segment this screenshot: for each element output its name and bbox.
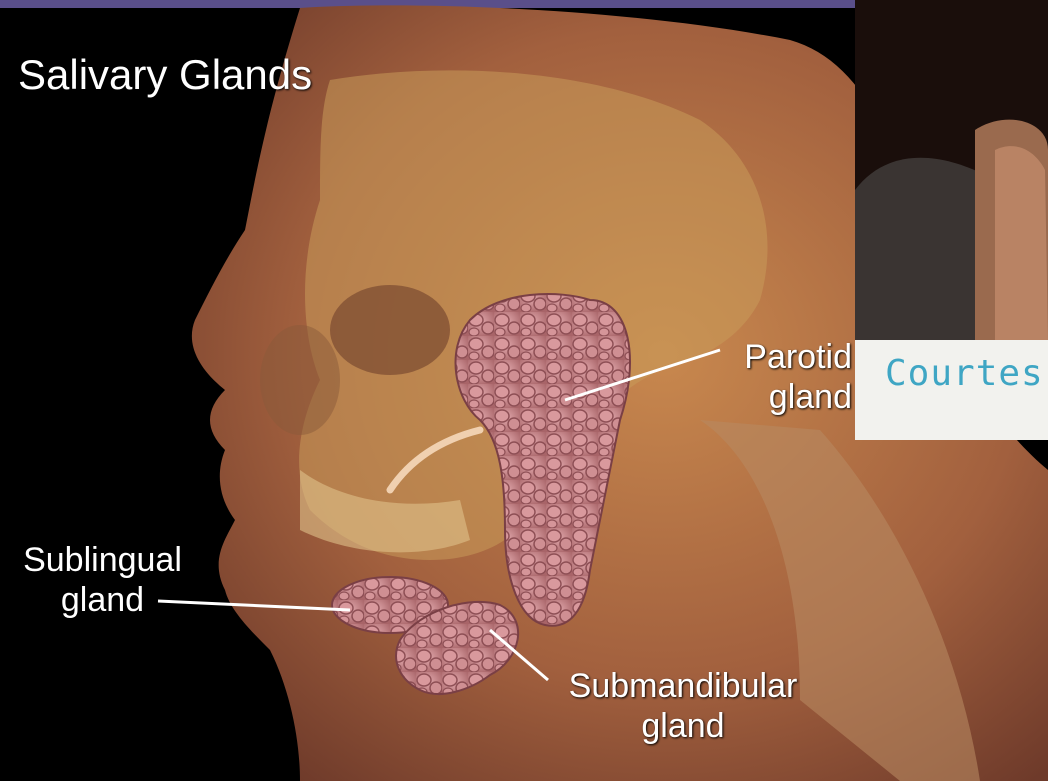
inset-panel: Courtes bbox=[855, 0, 1048, 440]
submandibular-label-line-2: gland bbox=[548, 706, 818, 746]
parotid-label-line-2: gland bbox=[712, 377, 852, 417]
sublingual-gland-label: Sublingual gland bbox=[10, 540, 195, 620]
inset-photo bbox=[855, 0, 1048, 340]
diagram-title: Salivary Glands bbox=[18, 50, 312, 100]
sublingual-label-line-2: gland bbox=[10, 580, 195, 620]
nasal-area bbox=[260, 325, 340, 435]
eye-orbit bbox=[330, 285, 450, 375]
submandibular-gland-label: Submandibular gland bbox=[548, 666, 818, 746]
credit-text: Courtes bbox=[885, 352, 1044, 396]
sublingual-label-line-1: Sublingual bbox=[10, 540, 195, 580]
submandibular-label-line-1: Submandibular bbox=[548, 666, 818, 706]
parotid-gland-label: Parotid gland bbox=[712, 337, 852, 417]
parotid-label-line-1: Parotid bbox=[712, 337, 852, 377]
